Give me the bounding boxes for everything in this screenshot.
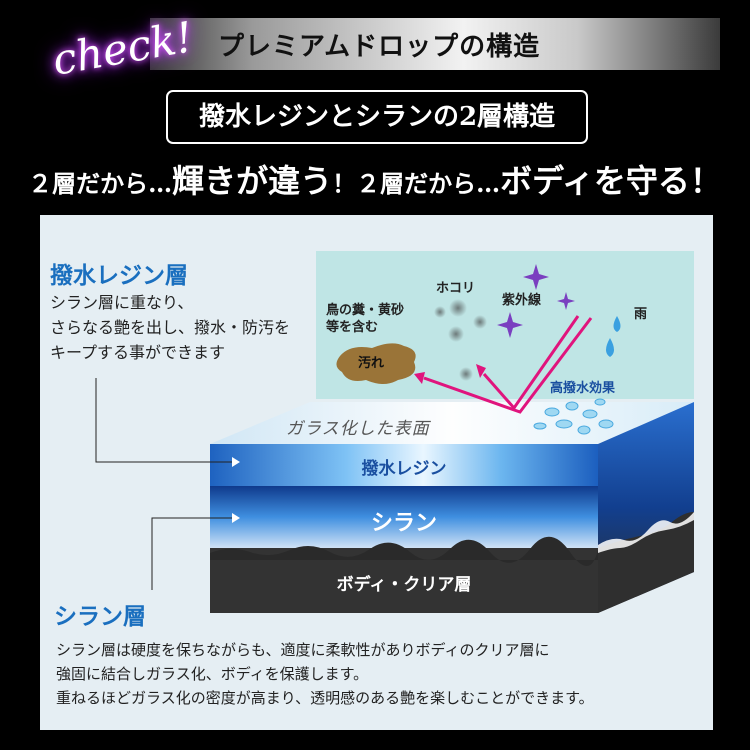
dust-particle	[448, 326, 464, 342]
silane-layer	[210, 486, 598, 548]
tagline-part-2: 輝きが違う	[172, 162, 333, 200]
dust-label: ホコリ	[436, 281, 476, 296]
reflection-arrow	[482, 315, 580, 411]
silane-layer-label: シラン	[370, 511, 437, 536]
dust-particle	[449, 299, 467, 317]
raindrop-icon	[613, 316, 621, 332]
resin-layer-label: 撥水レジン	[361, 459, 447, 479]
water-bead	[594, 398, 606, 406]
silane-body-boundary	[210, 536, 598, 567]
reflection-arrow	[423, 317, 593, 414]
body-layer-label: ボディ・クリア層	[336, 575, 472, 595]
water-bead	[533, 422, 547, 430]
reflection-arrow-head	[414, 372, 425, 384]
subtitle-box: 撥水レジンとシランの2層構造	[166, 90, 588, 144]
side-body-edge	[598, 512, 694, 613]
resin-line: キープする事ができます	[50, 343, 226, 362]
beading-label: 高撥水効果	[550, 381, 616, 396]
silane-leader-line	[151, 517, 232, 590]
dirt-label: 鳥の糞・黄砂 等を含む	[326, 302, 404, 336]
glass-surface	[210, 402, 694, 444]
reflection-arrow-head	[476, 364, 486, 378]
tagline-part-5: ！	[689, 162, 722, 200]
water-bead	[565, 401, 579, 411]
water-bead	[598, 419, 614, 429]
dust-particle	[473, 315, 487, 329]
page-title: プレミアムドロップの構造	[218, 32, 541, 62]
sparkle-icon	[557, 292, 575, 310]
silane-heading: シラン層	[54, 604, 146, 630]
uv-label: 紫外線	[502, 293, 542, 308]
dust-particle	[434, 306, 446, 318]
glass-surface-label: ガラス化した表面	[286, 419, 430, 439]
subtitle: 撥水レジンとシランの2層構造	[198, 102, 556, 132]
dirt-label-line: 鳥の糞・黄砂	[326, 303, 405, 318]
water-bead	[544, 407, 560, 417]
silane-description: シラン層は硬度を保ちながらも、適度に柔軟性がありボディのクリア層に 強固に結合し…	[56, 638, 594, 710]
raindrop-icon	[606, 338, 614, 357]
sparkle-icon	[523, 264, 549, 290]
title-band	[150, 18, 720, 70]
tagline-part-3: ！２層だから…	[332, 169, 501, 198]
tagline-part-4: ボディを守る	[500, 162, 690, 200]
sparkle-icon	[497, 312, 523, 338]
rain-label: 雨	[634, 307, 648, 322]
water-bead	[577, 425, 591, 435]
silane-line: 重ねるほどガラス化の密度が高まり、透明感のある艶を楽しむことができます。	[56, 689, 594, 707]
resin-leader-arrow	[232, 457, 240, 467]
tagline-part-1: ２層だから…	[28, 169, 173, 198]
water-bead	[582, 409, 598, 419]
side-foam	[598, 512, 694, 553]
resin-description: シラン層に重なり、 さらなる艶を出し、撥水・防汚を キープする事ができます	[50, 290, 290, 365]
dirt-blob-label: 汚れ	[358, 356, 385, 371]
silane-line: シラン層は硬度を保ちながらも、適度に柔軟性がありボディのクリア層に	[56, 641, 550, 659]
resin-line: さらなる艶を出し、撥水・防汚を	[50, 318, 291, 337]
dirt-label-line: 等を含む	[326, 320, 379, 335]
tagline: ２層だから…輝きが違う！２層だから…ボディを守る！	[0, 156, 750, 202]
silane-line: 強固に結合しガラス化、ボディを保護します。	[56, 665, 369, 683]
resin-leader-line	[95, 378, 232, 463]
water-bead	[555, 419, 573, 429]
dust-particle	[459, 367, 473, 381]
resin-line: シラン層に重なり、	[50, 293, 194, 312]
resin-layer	[210, 444, 598, 486]
silane-leader-arrow	[232, 513, 240, 523]
resin-heading: 撥水レジン層	[50, 263, 188, 289]
dirt-blob	[336, 343, 416, 384]
